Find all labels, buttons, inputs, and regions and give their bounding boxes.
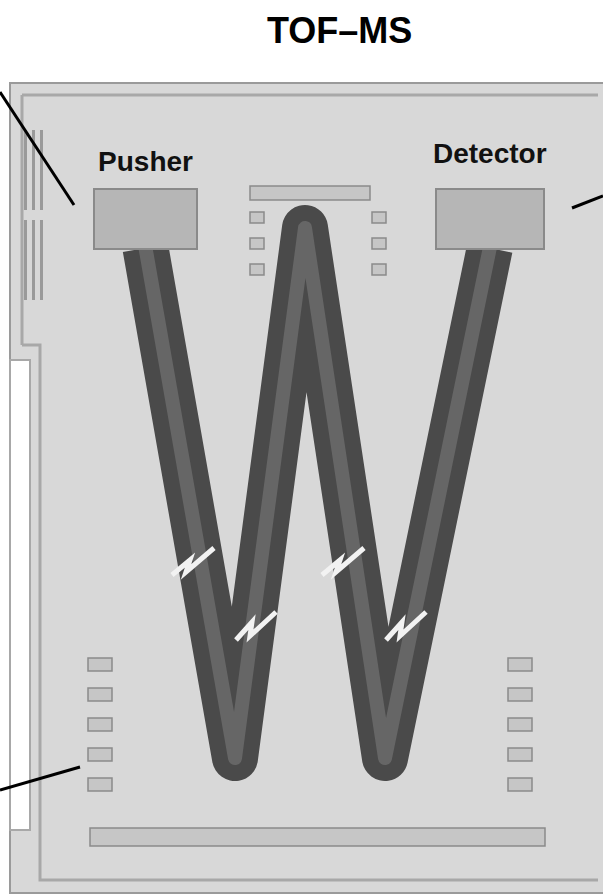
module-label: Detector [431, 138, 549, 170]
ion-optic-module: Detector [431, 138, 549, 250]
ion-optic-module: Pusher [91, 146, 200, 250]
ion-flight-path [146, 228, 490, 758]
module-plate [435, 188, 545, 250]
module-label: Pusher [91, 146, 200, 178]
diagram-title: TOF–MS [267, 10, 412, 52]
module-plate [93, 188, 198, 250]
